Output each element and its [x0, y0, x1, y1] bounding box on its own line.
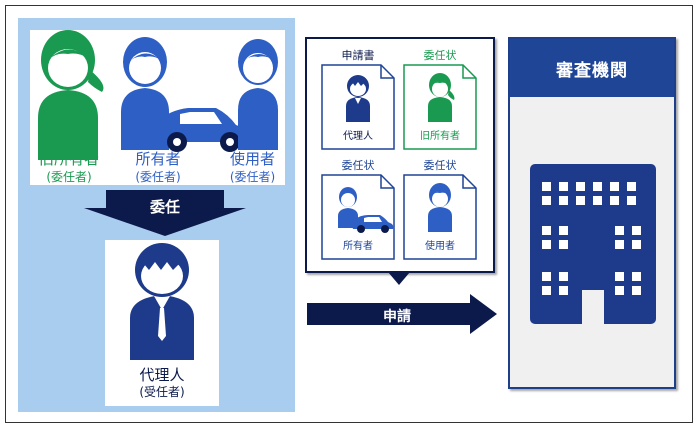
review-organization: 審査機関: [508, 37, 676, 389]
building-window: [615, 226, 624, 235]
building-window: [593, 196, 602, 205]
building-window: [542, 196, 551, 205]
building-window: [542, 286, 551, 295]
document-title: 委任状: [423, 159, 457, 172]
building-window: [559, 196, 568, 205]
former-owner-icon: [428, 73, 455, 122]
agent-icon: [346, 75, 370, 122]
building-window: [559, 286, 568, 295]
building-window: [559, 240, 568, 249]
building-window: [542, 240, 551, 249]
former-owner-role: (委任者): [46, 170, 92, 184]
building-window: [627, 196, 636, 205]
building-window: [559, 226, 568, 235]
building-window: [576, 196, 585, 205]
document-caption: 所有者: [343, 241, 373, 252]
former-owner-name: 旧所有者: [38, 150, 99, 168]
building-window: [610, 196, 619, 205]
building-window: [615, 240, 624, 249]
building-window: [559, 272, 568, 281]
document-caption: 使用者: [425, 241, 455, 252]
document-title: 委任状: [341, 159, 375, 172]
document-caption: 代理人: [343, 131, 373, 142]
building-window: [542, 272, 551, 281]
former-owner-icon: [38, 30, 104, 160]
owner-car-icon: [338, 187, 394, 233]
agent-box: 代理人 (受任者): [105, 240, 219, 406]
building-window: [632, 272, 641, 281]
delegation-arrow: [84, 190, 246, 236]
owner-icon: [121, 37, 169, 150]
application-label: 申請: [383, 309, 411, 325]
building-window: [632, 226, 641, 235]
building-window: [559, 182, 568, 191]
document-card: 旧所有者: [403, 64, 477, 150]
building-icon: [530, 164, 656, 324]
owner-name: 所有者: [135, 150, 181, 168]
user-name: 使用者: [229, 150, 275, 168]
agent-role: (受任者): [139, 385, 185, 399]
user-icon: [428, 183, 452, 232]
document-card: 使用者: [403, 174, 477, 260]
building-window: [593, 182, 602, 191]
building-window: [542, 182, 551, 191]
building-window: [615, 272, 624, 281]
delegator-figures: [38, 30, 278, 160]
application-arrow: [307, 294, 497, 334]
delegators-box: 旧所有者 (委任者) 所有者 (委任者) 使用者 (委任者): [30, 30, 285, 185]
delegation-label: 委任: [149, 198, 180, 216]
agent-icon: [130, 243, 194, 360]
building-window: [610, 182, 619, 191]
building-window: [627, 182, 636, 191]
documents-panel: 申請書 代理人委任状 旧所有者委任状 所有者委任状 使用者: [305, 37, 495, 273]
agent-name: 代理人: [139, 366, 185, 384]
building-window: [576, 182, 585, 191]
building-window: [542, 226, 551, 235]
building-window: [632, 286, 641, 295]
user-role: (委任者): [229, 170, 276, 184]
owner-role: (委任者): [135, 170, 181, 184]
building-window: [632, 240, 641, 249]
document-card: 所有者: [321, 174, 395, 260]
building-window: [615, 286, 624, 295]
car-icon: [152, 108, 251, 152]
document-title: 委任状: [423, 49, 457, 62]
document-card: 代理人: [321, 64, 395, 150]
document-title: 申請書: [341, 49, 375, 62]
organization-title: 審査機関: [510, 39, 674, 97]
document-caption: 旧所有者: [420, 131, 460, 142]
documents-pointer: [388, 272, 410, 285]
user-icon: [238, 39, 278, 150]
